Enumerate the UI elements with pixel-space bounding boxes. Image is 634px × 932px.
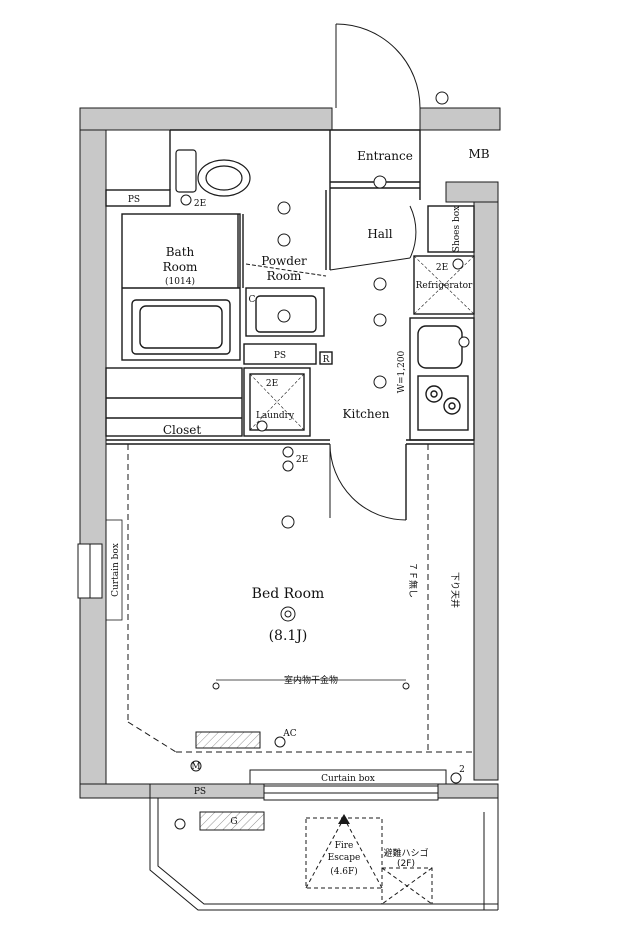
label-refrigerator: Refrigerator (416, 281, 473, 291)
window-left (77, 543, 103, 599)
label-closet: Closet (163, 423, 202, 437)
jp-drying-rail: 室内物干金物 (284, 674, 338, 686)
left-wall (79, 107, 107, 799)
marker-ps-top: PS (128, 195, 140, 205)
label-entrance: Entrance (357, 149, 413, 163)
marker-w-dimension: W=1,200 (397, 350, 407, 393)
interior-walls (105, 129, 475, 520)
label-hall: Hall (367, 227, 392, 241)
marker-2e-bed: 2E (296, 455, 308, 465)
fire-escape-arrow (338, 814, 350, 824)
bedroom-dashed (127, 444, 474, 753)
curtain-box-bottom-rect (249, 769, 447, 785)
marker-ps-powder: PS (274, 351, 286, 361)
label-powder-room-2: Room (267, 269, 302, 283)
marker-2e-laundry: 2E (266, 379, 278, 389)
labels: Entrance MB Hall Shoes box Bath Room (10… (111, 147, 490, 877)
label-curtain-box-left: Curtain box (111, 543, 121, 597)
jp-evac-ladder-floor: (2F) (397, 859, 415, 869)
toilet (175, 149, 251, 197)
jp-evac-ladder: 避難ハシゴ (383, 847, 428, 859)
jp-ceiling-drop: 下り天井 (449, 572, 461, 608)
curtain-box-left-rect (105, 519, 123, 621)
label-bed-room-size: (8.1J) (269, 628, 308, 644)
gas-meter-box (199, 811, 265, 831)
marker-2e-fridge: 2E (436, 263, 448, 273)
top-wall-right (419, 107, 501, 131)
doors (245, 23, 421, 521)
fire-escape-line1: Fire (335, 841, 354, 851)
right-wall (473, 199, 499, 781)
label-powder-room: Powder (261, 254, 307, 268)
label-shoes-box: Shoes box (452, 206, 462, 252)
outer-walls (79, 107, 501, 799)
marker-r: R (323, 355, 330, 365)
marker-ac: AC (282, 729, 296, 739)
label-bath-room-2: Room (163, 260, 198, 274)
top-wall-left (79, 107, 333, 131)
label-bath-size: (1014) (165, 276, 195, 287)
ac-unit (195, 731, 261, 749)
left-wall-bottom (79, 783, 151, 799)
label-laundry: Laundry (256, 411, 295, 421)
label-bath-room: Bath (166, 245, 195, 259)
marker-ps-bottom: PS (194, 787, 206, 797)
mb-wall (445, 181, 499, 203)
balcony (149, 798, 499, 911)
marker-g: G (230, 817, 237, 827)
label-bed-room: Bed Room (252, 586, 325, 602)
fire-escape-line2: Escape (328, 853, 361, 863)
marker-m: M (191, 762, 200, 772)
bottom-wall-right (437, 783, 499, 799)
label-mb: MB (468, 147, 489, 161)
marker-2-bottom: 2 (459, 765, 465, 775)
label-curtain-box-bottom: Curtain box (321, 774, 375, 784)
bottom-wall-left (149, 783, 265, 799)
label-kitchen: Kitchen (343, 407, 390, 421)
jp-side-note: ７Ｆ無し (407, 562, 419, 598)
window-bottom (263, 785, 439, 801)
light-fixtures (174, 91, 470, 830)
evac-ladder-box (381, 867, 433, 905)
fire-escape-line3: (4.6F) (330, 866, 358, 877)
marker-2e-toilet: 2E (194, 199, 206, 209)
marker-c: C (249, 295, 256, 305)
